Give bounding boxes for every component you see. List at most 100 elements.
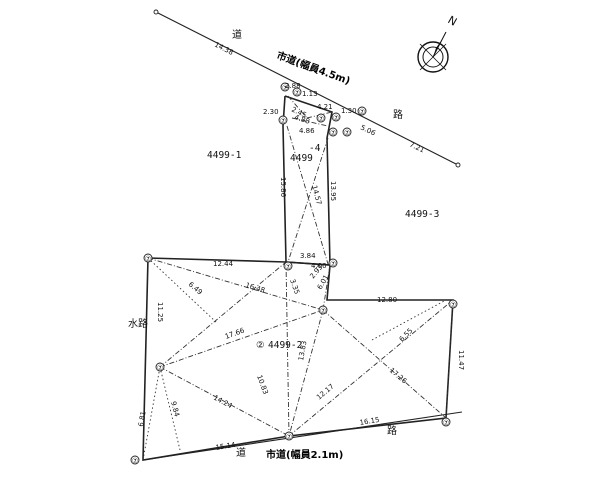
measurement: 4.00 <box>311 262 327 270</box>
svg-text:⑦: ⑦ <box>443 419 449 427</box>
tri-line-8 <box>288 299 454 437</box>
svg-text:⑦: ⑦ <box>132 457 138 465</box>
survey-points: ⑦ ⑦ ⑦ ⑦ ⑦ ⑦ ⑦ ⑦ ⑦ ⑦ ⑦ ⑦ ⑦ ⑦ ⑦ ⑦ ⑦ <box>130 82 458 465</box>
measurement: 11.25 <box>156 302 164 322</box>
svg-text:⑦: ⑦ <box>330 129 336 137</box>
road-char-dou-north: 道 <box>232 28 242 41</box>
measurement: 2.30 <box>263 108 279 116</box>
compass-outer-ring <box>417 41 449 73</box>
svg-text:⑦: ⑦ <box>359 108 365 116</box>
svg-text:⑦: ⑦ <box>145 255 151 263</box>
measurement: 7.21 <box>408 141 426 155</box>
measurement: 6.49 <box>187 280 204 296</box>
lot-4499-4-notch-c <box>291 117 329 127</box>
lot-label-4499-1: 4499-1 <box>207 150 242 161</box>
tri-line-6 <box>288 309 324 437</box>
measurement: 4.86 <box>299 127 315 135</box>
measurement: 17.66 <box>224 326 246 341</box>
survey-point: ⑦ <box>318 305 328 315</box>
survey-point: ⑦ <box>155 362 165 372</box>
survey-point: ⑦ <box>283 261 293 271</box>
measurement: 14.57 <box>310 184 323 205</box>
measurement: 10.83 <box>255 374 269 396</box>
measurement: 3.84 <box>300 252 316 260</box>
measurement: 4.21 <box>317 103 333 111</box>
measurement: 1.30 <box>341 107 357 115</box>
south-road-label: 市道(幅員2.1m) <box>266 448 343 461</box>
measurement: 16.48 <box>244 281 266 295</box>
measurement: 9.84 <box>169 400 181 418</box>
survey-point: ⑦ <box>130 455 140 465</box>
lot-label-4499-2-marker: ② <box>256 340 265 351</box>
lot-4499-4-diag-b <box>287 137 329 263</box>
north-road-edge <box>155 11 459 166</box>
compass-north-line <box>432 31 447 58</box>
svg-text:⑦: ⑦ <box>157 364 163 372</box>
svg-text:⑦: ⑦ <box>286 433 292 441</box>
road-char-ro-south: 路 <box>387 424 397 437</box>
survey-point: ⑦ <box>278 115 288 125</box>
survey-point: ⑦ <box>328 258 338 268</box>
south-road-edge <box>142 411 463 461</box>
measurement: 15.86 <box>279 177 287 198</box>
lot-label-4499-2: 4499-2 <box>268 340 302 351</box>
survey-point: ⑦ <box>328 127 338 137</box>
lot-4499-4-notch-a <box>287 95 308 119</box>
svg-text:⑦: ⑦ <box>285 263 291 271</box>
compass-north-label: N <box>446 13 460 28</box>
measurement: 4.88 <box>293 113 310 125</box>
measurement: 14.24 <box>212 394 234 411</box>
road-char-ro-north: 路 <box>393 108 403 121</box>
measurement: 13.83 <box>297 340 308 361</box>
svg-text:⑦: ⑦ <box>450 301 456 309</box>
lot-4499-4-diag-a <box>286 125 329 265</box>
survey-point: ⑦ <box>342 127 352 137</box>
svg-text:⑦: ⑦ <box>280 117 286 125</box>
survey-point: ⑦ <box>357 106 367 116</box>
measurement: 5.06 <box>359 124 377 138</box>
tri-line-9 <box>322 264 331 311</box>
svg-text:⑦: ⑦ <box>330 260 336 268</box>
tri-line-7 <box>322 309 447 419</box>
measurement: 16.15 <box>359 416 380 427</box>
measurement: 12.80 <box>377 296 397 304</box>
measurement: 15.14 <box>215 441 237 452</box>
svg-text:⑦: ⑦ <box>333 114 339 122</box>
road-char-dou-south: 道 <box>236 446 246 459</box>
svg-text:⑦: ⑦ <box>282 84 288 92</box>
measurement: 11.47 <box>457 350 465 370</box>
survey-point: ⑦ <box>280 82 290 92</box>
road-end-point-west <box>153 9 159 15</box>
measurement: 12.17 <box>315 383 335 402</box>
measurement: 2.88 <box>285 82 301 90</box>
compass-inner-ring <box>422 46 444 68</box>
tri-line-2 <box>147 257 324 311</box>
tri-line-4 <box>159 366 290 437</box>
north-road <box>153 9 461 168</box>
measurement: 6.55 <box>398 327 415 344</box>
measurement: 3.35 <box>288 278 301 295</box>
waterway-char-1: 水路 <box>128 317 148 330</box>
svg-text:⑦: ⑦ <box>294 89 300 97</box>
svg-text:⑦: ⑦ <box>318 115 324 123</box>
lot-label-4499-4: 4499 <box>290 153 313 164</box>
svg-text:⑦: ⑦ <box>344 129 350 137</box>
lot-label-4499-3: 4499-3 <box>405 209 439 220</box>
survey-point: ⑦ <box>284 431 294 441</box>
compass-rose: N <box>417 13 460 73</box>
survey-point: ⑦ <box>143 253 153 263</box>
lot-label-4499-4-prefix: -4 <box>309 143 321 154</box>
measurement: 13.95 <box>329 181 337 201</box>
survey-point: ⑦ <box>316 113 326 123</box>
measurement: 12.44 <box>213 260 234 268</box>
measurement: 6.81 <box>137 411 148 428</box>
measurement: 14.38 <box>213 41 234 57</box>
tri-line-1 <box>159 261 287 368</box>
survey-point: ⑦ <box>292 87 302 97</box>
survey-point: ⑦ <box>448 299 458 309</box>
road-end-point-east <box>455 162 461 168</box>
tri-line-3 <box>159 309 324 368</box>
tri-line-5 <box>285 261 290 437</box>
survey-point: ⑦ <box>331 112 341 122</box>
